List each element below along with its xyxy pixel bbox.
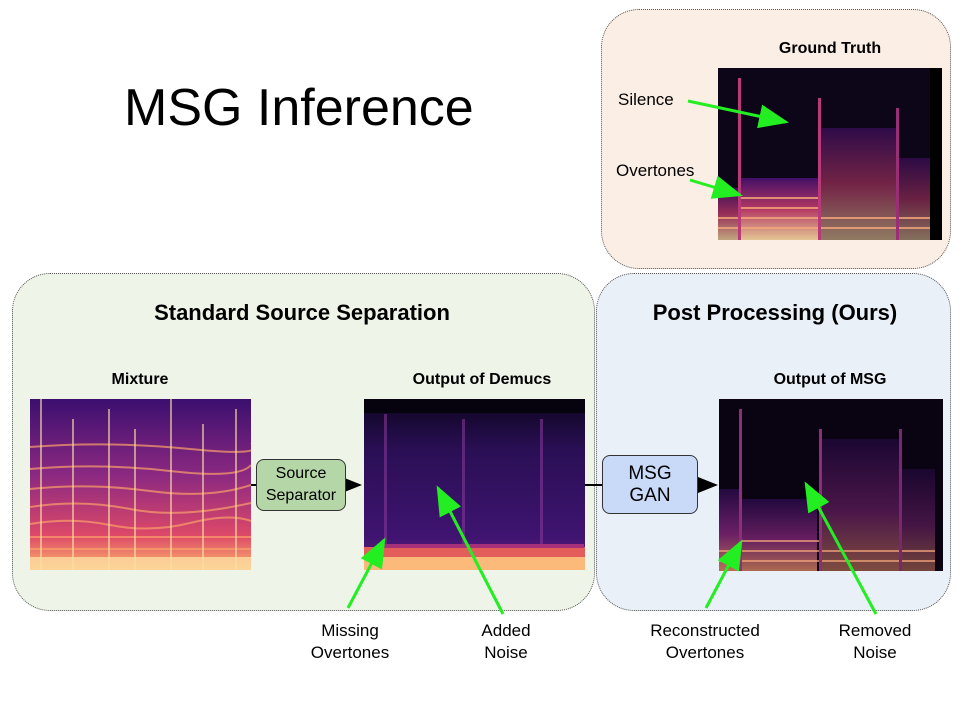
diagram-title: MSG Inference (124, 79, 474, 137)
msg-output-label: Output of MSG (773, 371, 887, 388)
added-noise-arrow (436, 485, 505, 615)
removed-noise-arrow (804, 481, 878, 615)
silence-arrow (687, 99, 789, 129)
silence-annotation: Silence (618, 90, 674, 109)
demucs-output-spectrogram (364, 399, 585, 570)
overtones-annotation: Overtones (616, 161, 695, 180)
ground-truth-label: Ground Truth (778, 40, 882, 57)
demucs-output-label: Output of Demucs (412, 371, 552, 388)
missing-overtones-arrow (346, 537, 386, 609)
msg-output-spectrogram (719, 399, 943, 571)
standard-separation-title: Standard Source Separation (154, 300, 450, 325)
ground-truth-spectrogram (718, 68, 942, 240)
reconstructed-overtones-arrow (704, 539, 743, 609)
overtones-arrow (689, 175, 743, 199)
mixture-spectrogram (30, 399, 251, 570)
mixture-label: Mixture (111, 371, 169, 388)
post-processing-title: Post Processing (Ours) (652, 300, 898, 325)
